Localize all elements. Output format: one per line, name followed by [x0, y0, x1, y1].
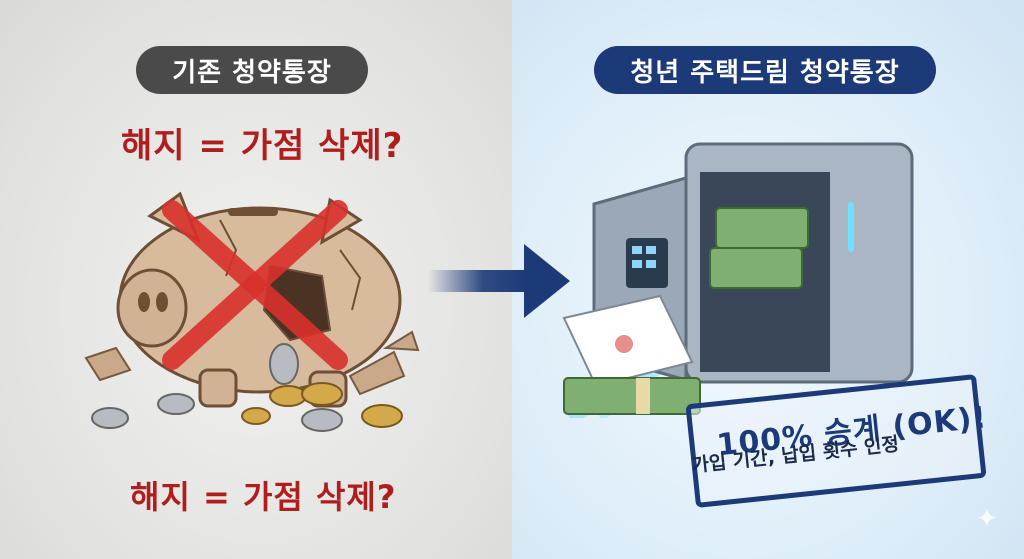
sparkle-icon: ✦ [976, 504, 998, 534]
open-safe-icon [562, 142, 914, 418]
new-account-label: 청년 주택드림 청약통장 [594, 46, 936, 94]
right-arrow-icon [428, 244, 570, 318]
red-x-icon [162, 200, 348, 370]
question-top: 해지 = 가점 삭제? [121, 126, 404, 166]
question-bottom: 해지 = 가점 삭제? [130, 478, 397, 516]
old-account-label: 기존 청약통장 [136, 46, 368, 94]
